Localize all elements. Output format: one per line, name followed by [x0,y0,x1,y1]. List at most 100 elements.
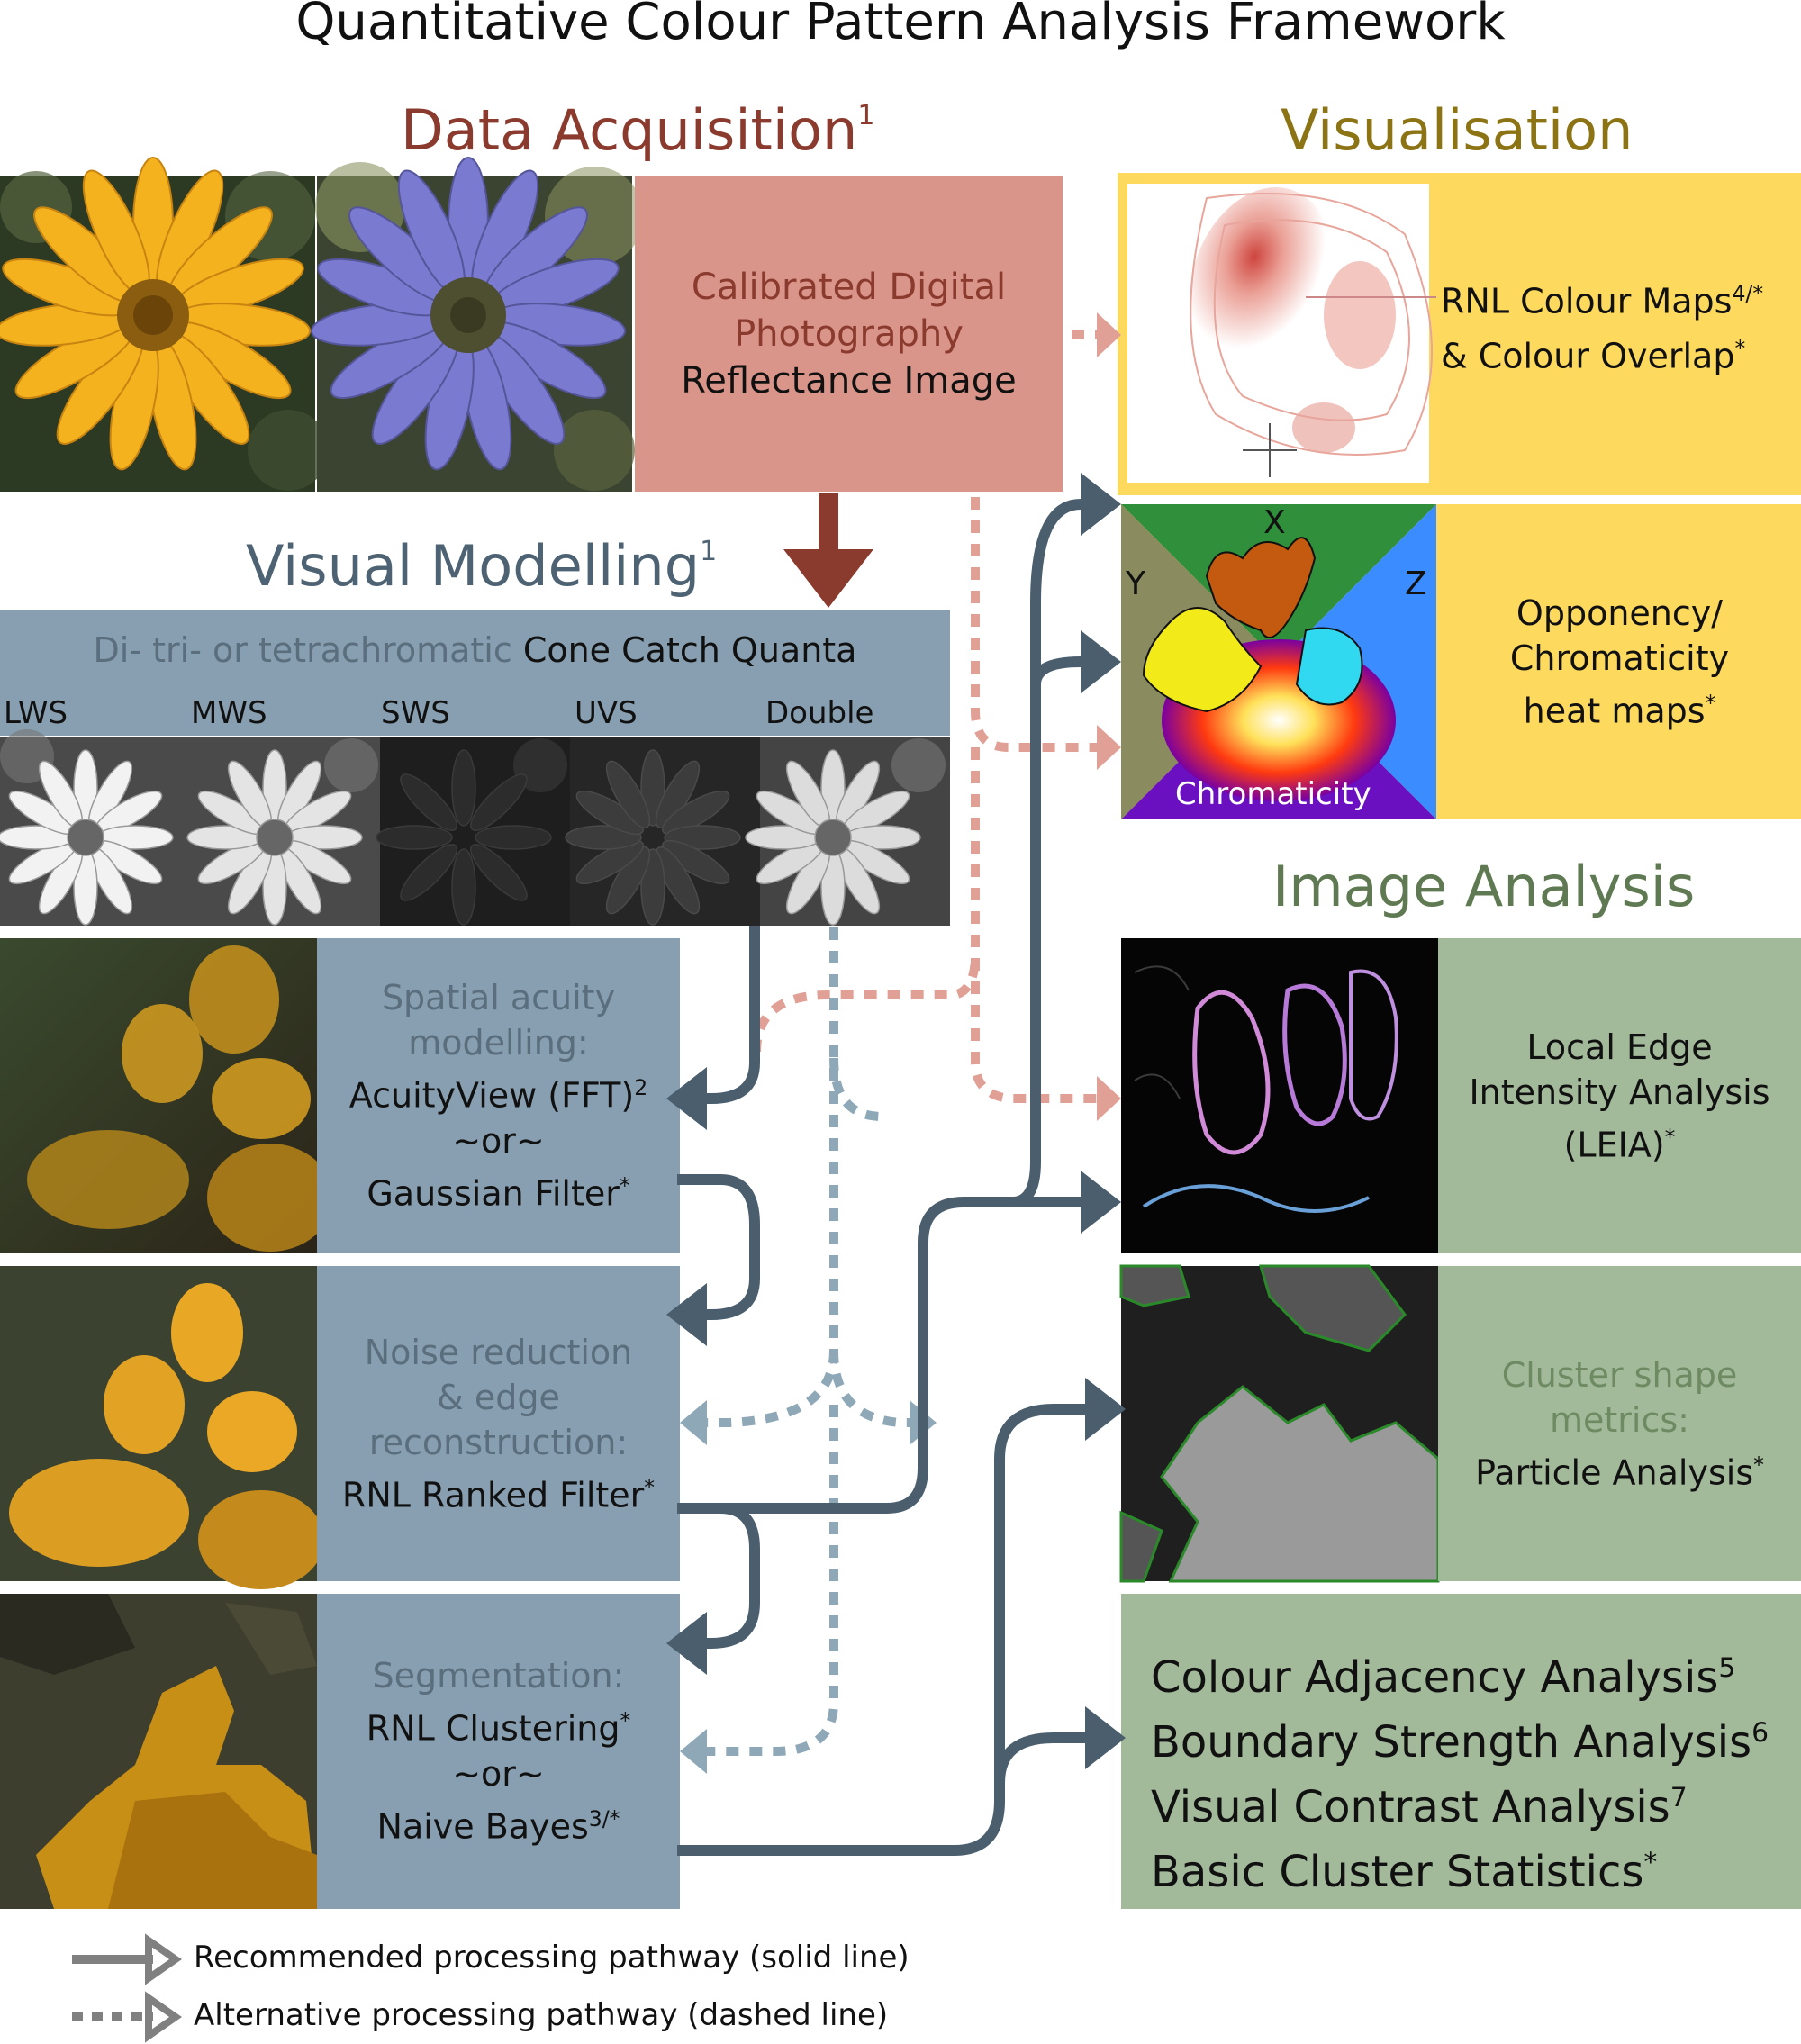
opponency-line2: Chromaticity [1509,638,1730,678]
cluster-line3-text: Particle Analysis [1475,1452,1754,1493]
stats-item: Boundary Strength Analysis6 [1151,1705,1769,1770]
section-visualisation: Visualisation [1281,97,1633,163]
colour-maps-line2-text: & Colour Overlap [1441,336,1735,376]
chromaticity-x-label: X [1263,504,1286,541]
cone-catch-box-bg [0,610,950,736]
acuity-line3-sup: 2 [634,1075,648,1101]
acuity-line4: ~or~ [452,1121,545,1161]
noise-line4-text: RNL Ranked Filter [341,1475,645,1515]
photo-visible-flower [0,157,329,492]
opponency-line3-text: heat maps [1523,691,1706,731]
cone-image-double [745,737,950,926]
leia-line2: Intensity Analysis [1469,1072,1770,1112]
cluster-line3-sup: * [1753,1452,1764,1478]
acuity-line1: Spatial acuity [381,978,616,1018]
stats-item-text: Visual Contrast Analysis [1151,1782,1670,1832]
legend-solid-label: Recommended processing pathway (solid li… [194,1940,910,1976]
image-analysis-title: Image Analysis [1272,854,1696,919]
stats-item: Visual Contrast Analysis7 [1151,1770,1769,1835]
stats-box-bg [1121,1594,1801,1909]
chromaticity-z-label: Z [1405,565,1427,602]
opponency-line3: heat maps* [1524,681,1716,734]
colour-maps-line2-sup: * [1734,335,1746,361]
noise-reduction-image [0,1266,324,1589]
cluster-line3: Particle Analysis* [1475,1443,1764,1496]
acuity-line2: modelling: [408,1023,589,1063]
dashed-pink-arrowheads [1097,312,1121,1121]
segmentation-line2-sup: * [620,1708,631,1734]
stats-item-sup: 6 [1751,1717,1769,1749]
stats-item: Basic Cluster Statistics* [1151,1835,1769,1900]
cone-image-lws [0,729,190,926]
cone-label-lws: LWS [4,695,68,731]
segmentation-box-bg [317,1594,680,1909]
section-visual-modelling: Visual Modelling1 [246,533,717,599]
acuity-image [0,938,333,1253]
leia-line1: Local Edge [1526,1027,1713,1067]
leia-box: Local Edge Intensity Analysis (LEIA)* [1438,938,1801,1253]
cone-label-double: Double [765,695,874,731]
acuity-box-bg [317,938,680,1253]
cone-image-mws [186,737,380,926]
segmentation-line1: Segmentation: [372,1656,625,1696]
dashed-blue-arrowheads [680,1400,937,1774]
photo-uv-flower [310,157,644,492]
cluster-box: Cluster shape metrics: Particle Analysis… [1438,1266,1801,1581]
cluster-line1: Cluster shape [1501,1354,1738,1395]
noise-box: Noise reduction & edge reconstruction: R… [317,1266,680,1581]
stats-item-sup: * [1643,1847,1658,1878]
stats-item-text: Colour Adjacency Analysis [1151,1652,1719,1703]
data-acquisition-sup: 1 [857,100,875,132]
acuity-line3-text: AcuityView (FFT) [348,1076,635,1116]
cone-image-uvs [565,737,760,926]
visualisation-title: Visualisation [1281,97,1634,163]
stats-item-sup: 7 [1670,1782,1688,1813]
acuity-line5-text: Gaussian Filter [367,1173,620,1214]
stats-item-text: Basic Cluster Statistics [1151,1847,1644,1897]
acquisition-line2: Photography [734,313,964,355]
acquisition-box-bg [635,176,1063,492]
colour-maps-line1-sup: 4/* [1732,281,1764,306]
noise-box-bg [317,1266,680,1581]
noise-line4: RNL Ranked Filter* [342,1465,655,1518]
dashed-blue-paths [707,927,910,1756]
acuity-box: Spatial acuity modelling: AcuityView (FF… [317,938,680,1253]
segmentation-image [0,1594,317,1909]
legend-solid-arrow [72,1933,182,1985]
leia-line3-sup: * [1664,1124,1676,1150]
noise-line2: & edge [437,1377,560,1417]
cone-catch-prefix: Di- tri- or tetrachromatic [93,630,512,670]
stats-item-text: Boundary Strength Analysis [1151,1717,1752,1768]
stats-item: Colour Adjacency Analysis5 [1151,1641,1769,1705]
cluster-line2: metrics: [1550,1399,1689,1440]
noise-line1: Noise reduction [364,1332,633,1372]
colour-maps-line1: RNL Colour Maps4/* [1441,270,1763,325]
cone-label-sws: SWS [381,695,450,731]
colour-map-heat [1189,187,1436,477]
acuity-line5: Gaussian Filter* [367,1163,629,1216]
acquisition-line1: Calibrated Digital [691,267,1007,308]
chromaticity-y-label: Y [1126,565,1145,602]
stats-box: Colour Adjacency Analysis5 Boundary Stre… [1151,1641,1769,1900]
leia-line3-text: (LEIA) [1563,1125,1665,1165]
cone-catch-title: Di- tri- or tetrachromatic Cone Catch Qu… [0,630,950,670]
visual-modelling-title: Visual Modelling [246,533,701,599]
section-image-analysis: Image Analysis [1272,854,1695,919]
leia-line3: (LEIA)* [1564,1115,1676,1168]
legend-dashed-arrow [72,1991,182,2043]
acquisition-line3: Reflectance Image [681,360,1017,402]
dashed-pink-paths [752,330,1097,1103]
cone-image-sws [376,737,570,926]
data-acquisition-title: Data Acquisition [401,97,858,163]
colour-maps-box: RNL Colour Maps4/* & Colour Overlap* [1441,270,1763,379]
legend-dashed-label: Alternative processing pathway (dashed l… [194,1997,889,2033]
segmentation-line4-text: Naive Bayes [376,1806,589,1847]
leia-box-bg [1438,938,1801,1253]
stats-item-sup: 5 [1718,1652,1736,1684]
segmentation-line4-sup: 3/* [588,1806,620,1831]
solid-arrowheads [666,473,1126,1769]
colour-maps-line1-text: RNL Colour Maps [1441,281,1733,321]
cone-label-mws: MWS [191,695,267,731]
solid-paths [677,499,1085,1856]
chromaticity-image [1121,504,1436,819]
